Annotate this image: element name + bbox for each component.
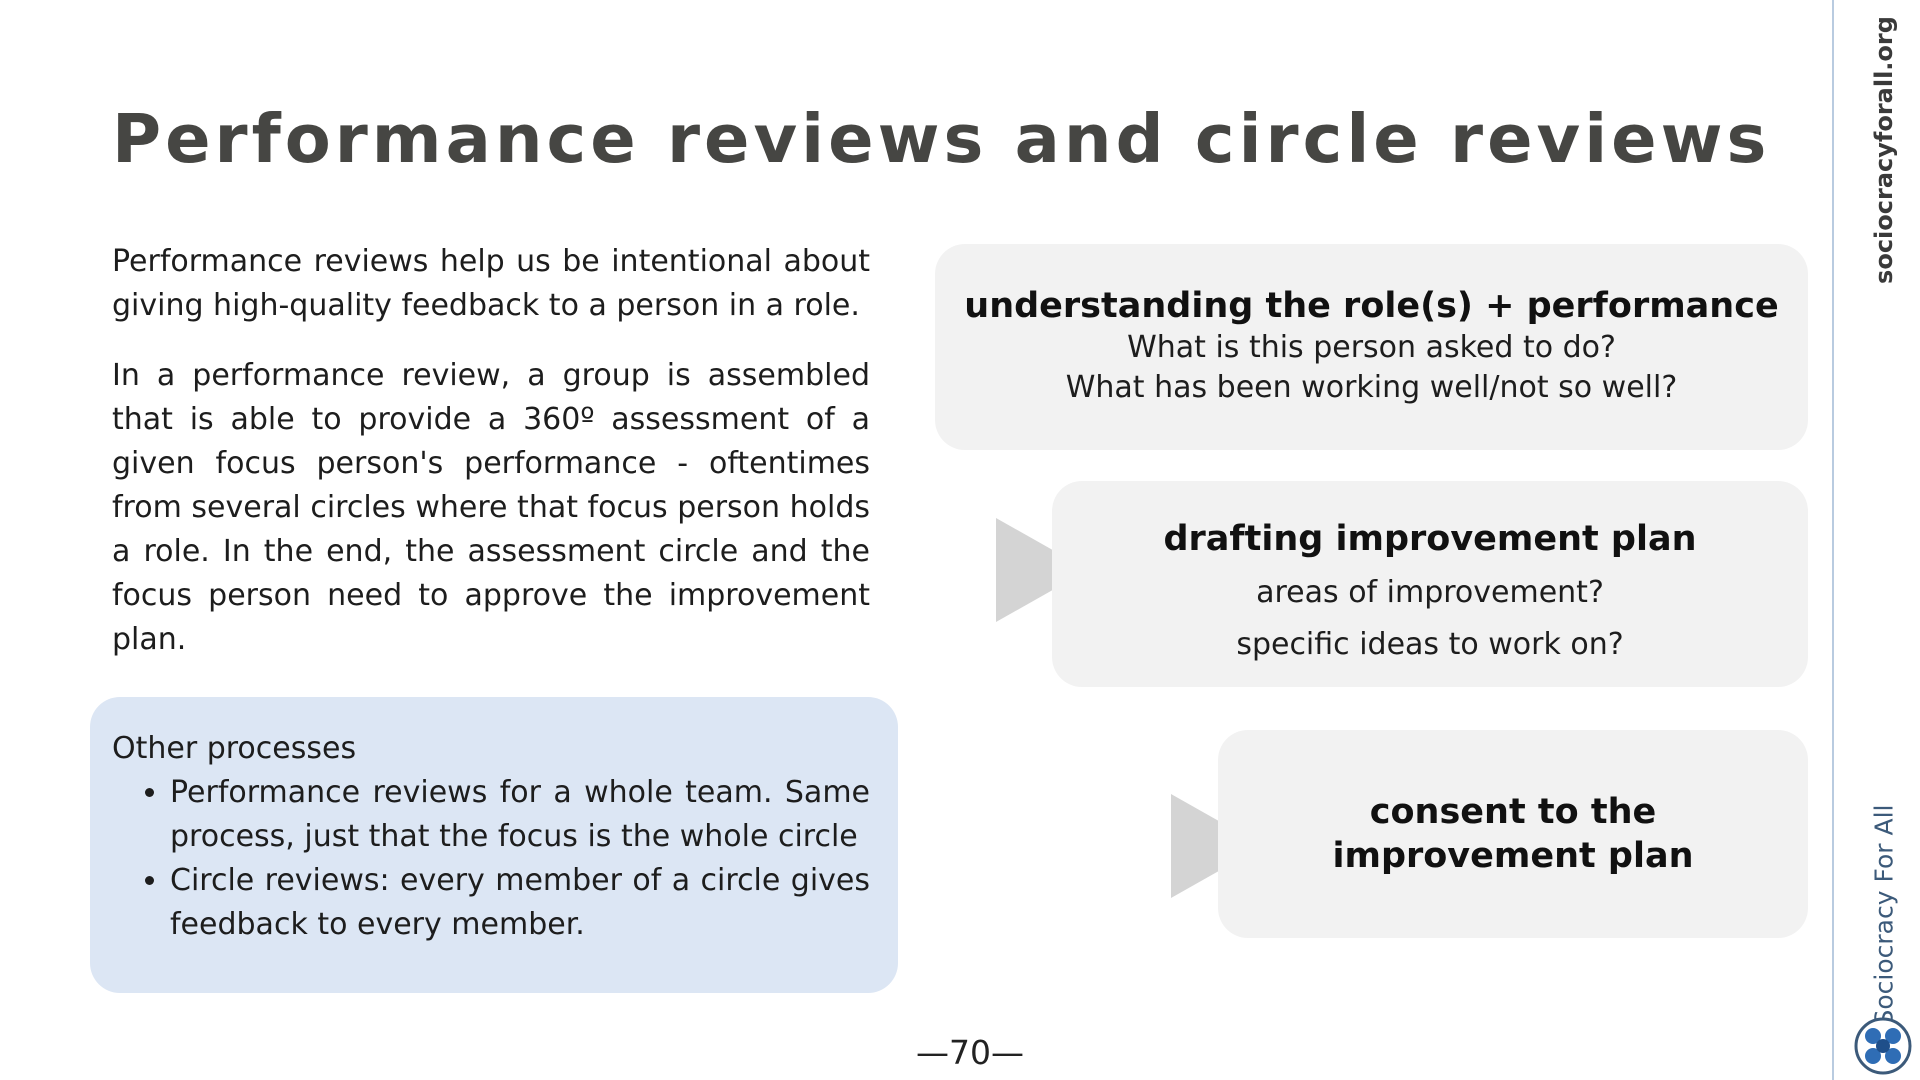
intro-text: Performance reviews help us be intention… (112, 240, 870, 688)
slide-title: Performance reviews and circle reviews (112, 100, 1771, 178)
sidebar-brand: Sociocracy For All (1869, 804, 1899, 1026)
intro-paragraph-2: In a performance review, a group is asse… (112, 358, 870, 657)
sidebar-divider (1832, 0, 1834, 1080)
other-processes-list: Performance reviews for a whole team. Sa… (112, 771, 870, 947)
page-number: —70— (916, 1033, 1024, 1072)
other-processes-heading: Other processes (112, 731, 357, 766)
step-line: What has been working well/not so well? (1065, 370, 1678, 405)
step-heading-line: improvement plan (1332, 836, 1694, 876)
list-item: Circle reviews: every member of a circle… (170, 859, 870, 947)
intro-paragraph-1: Performance reviews help us be intention… (112, 244, 870, 323)
step-understanding-box: understanding the role(s) + performance … (935, 244, 1808, 450)
step-heading: drafting improvement plan (1163, 519, 1697, 559)
step-consent-box: consent to the improvement plan (1218, 730, 1808, 938)
step-line: What is this person asked to do? (1127, 330, 1616, 365)
sidebar-url: sociocracyforall.org (1870, 16, 1898, 284)
step-line: specific ideas to work on? (1236, 627, 1624, 662)
other-processes-box: Other processes Performance reviews for … (90, 697, 898, 993)
list-item: Performance reviews for a whole team. Sa… (170, 771, 870, 859)
step-heading-line: consent to the (1369, 792, 1657, 832)
sociocracy-logo-icon (1854, 1017, 1912, 1075)
step-drafting-box: drafting improvement plan areas of impro… (1052, 481, 1808, 687)
step-heading: understanding the role(s) + performance (964, 286, 1779, 326)
step-line: areas of improvement? (1256, 575, 1604, 610)
